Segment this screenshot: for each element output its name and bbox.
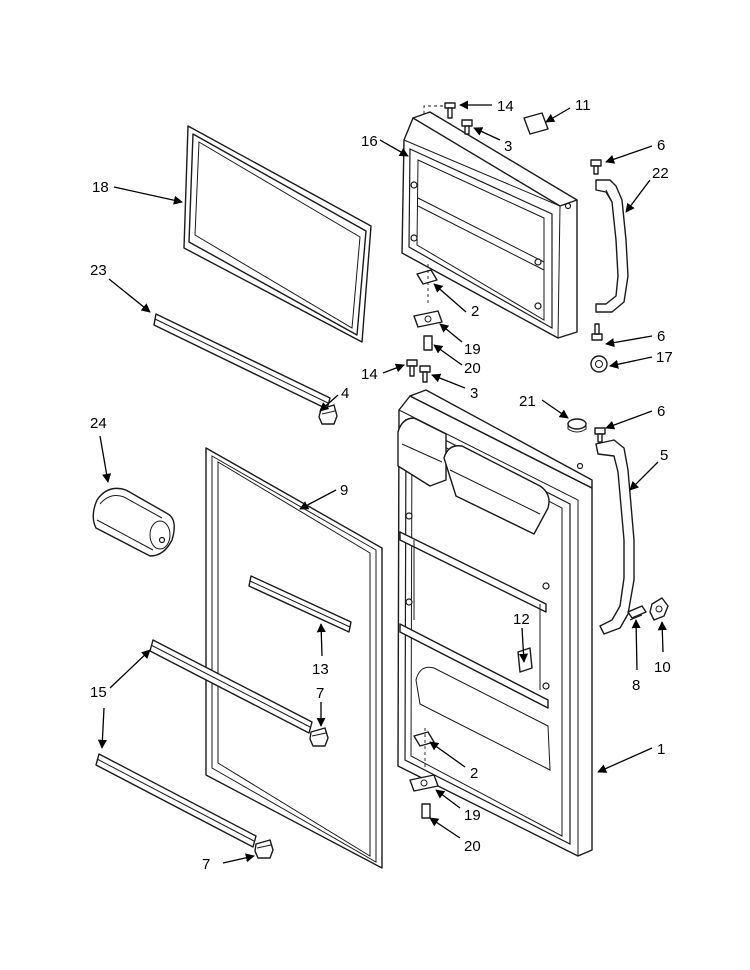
shelf-trim-end-cap-upper <box>309 727 329 747</box>
callout-19: 19 <box>464 341 481 358</box>
handle-screw-upper <box>590 159 602 175</box>
upper-hinge-bracket <box>416 264 438 306</box>
callout-16: 16 <box>361 133 378 150</box>
fresh-food-door-gasket <box>205 447 383 869</box>
callout-18: 18 <box>92 179 109 196</box>
upper-hinge-bushing <box>413 310 443 328</box>
callout-20: 20 <box>464 838 481 855</box>
handle-mount-lower <box>649 597 669 621</box>
callout-1: 1 <box>657 741 665 758</box>
callout-23: 23 <box>90 262 107 279</box>
callout-19: 19 <box>464 807 481 824</box>
callout-7: 7 <box>316 685 324 702</box>
callout-4: 4 <box>341 385 349 402</box>
hinge-screw-mid <box>419 365 431 383</box>
leader-lines <box>97 100 667 864</box>
callout-13: 13 <box>312 661 329 678</box>
handle-mounting-screw <box>627 605 647 621</box>
door-shelf-trim-small <box>248 575 352 633</box>
callout-17: 17 <box>656 349 673 366</box>
door-shelf-trim-lower <box>95 753 257 848</box>
callout-12: 12 <box>513 611 530 628</box>
freezer-door <box>401 105 578 339</box>
handle-mount <box>590 355 608 373</box>
utility-bin <box>92 487 175 557</box>
freezer-shelf-trim <box>153 313 331 410</box>
callout-6: 6 <box>657 328 665 345</box>
callout-2: 2 <box>471 303 479 320</box>
callout-20: 20 <box>464 360 481 377</box>
callout-5: 5 <box>660 447 668 464</box>
upper-hinge-pin <box>423 335 433 351</box>
handle-screw-middle <box>591 323 603 341</box>
callout-6: 6 <box>657 403 665 420</box>
door-shelf-trim-upper <box>149 639 313 734</box>
callout-24: 24 <box>90 415 107 432</box>
freezer-door-gasket <box>183 125 372 343</box>
callout-9: 9 <box>340 482 348 499</box>
fresh-food-door <box>397 389 593 857</box>
door-stop-screw-top <box>444 102 456 119</box>
handle-screw-lower <box>594 427 606 443</box>
door-stop-screw-mid <box>406 359 418 377</box>
callout-22: 22 <box>652 165 669 182</box>
callout-3: 3 <box>504 138 512 155</box>
callout-11: 11 <box>575 97 591 114</box>
callout-7: 7 <box>202 856 210 873</box>
freezer-door-handle <box>595 179 629 313</box>
fresh-food-door-handle <box>595 439 635 635</box>
lower-hinge-pin <box>421 803 431 819</box>
hinge-screw-top <box>461 119 473 135</box>
callout-14: 14 <box>497 98 514 115</box>
callout-3: 3 <box>470 385 478 402</box>
callout-8: 8 <box>632 677 640 694</box>
callout-14: 14 <box>361 366 378 383</box>
callout-6: 6 <box>657 137 665 154</box>
lower-hinge-bushing <box>409 774 439 792</box>
shelf-trim-end-cap-lower <box>254 839 274 859</box>
callout-10: 10 <box>654 659 671 676</box>
callout-15: 15 <box>90 684 107 701</box>
callout-2: 2 <box>470 765 478 782</box>
plug-button <box>567 418 587 433</box>
callout-labels: 14 11 3 16 6 22 18 23 2 6 19 17 20 14 3 … <box>90 97 673 873</box>
freezer-trim-end-cap <box>318 404 338 425</box>
door-label <box>523 112 549 135</box>
callout-21: 21 <box>519 393 536 410</box>
